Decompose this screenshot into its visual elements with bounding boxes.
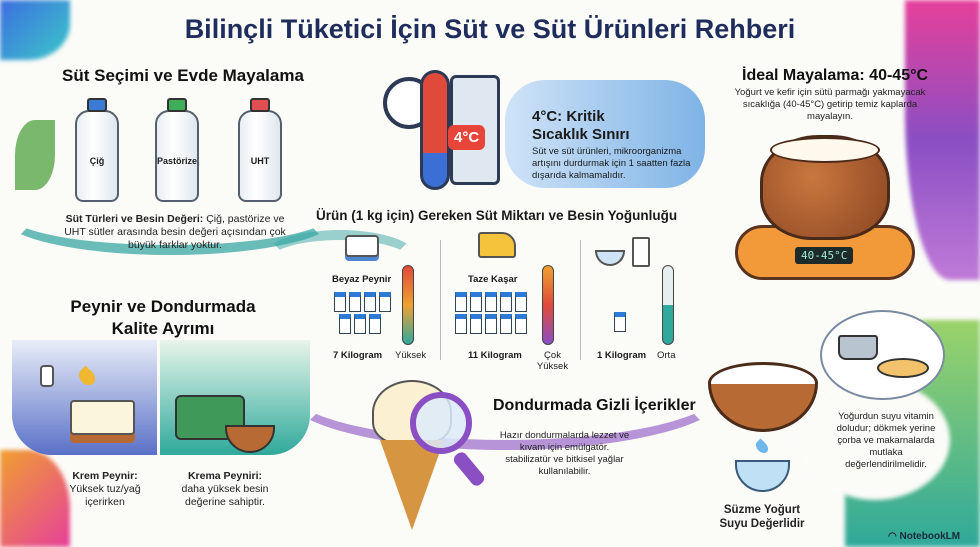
milk-carton <box>334 292 346 312</box>
milk-caption: Süt Türleri ve Besin Değeri: Çiğ, pastör… <box>60 213 290 252</box>
whey-text: Yoğurdun suyu vitamin doludur; dökmek ye… <box>836 411 936 470</box>
yield-amount: 1 Kilogram <box>597 350 647 361</box>
cold-title-line1: 4°C: Kritik <box>532 108 605 125</box>
cream-cheese-caption: Krem Peynir:Yüksek tuz/yağ içerirken <box>55 470 155 509</box>
magnifier-handle <box>451 449 487 489</box>
leaf-decor <box>15 120 55 190</box>
kashar-cheese-icon <box>478 232 516 258</box>
white-cheese-icon <box>345 235 379 257</box>
density-bar-medium <box>662 265 674 345</box>
milk-carton <box>500 292 512 312</box>
temp-badge: 4°C <box>448 125 486 150</box>
milk-carton <box>515 314 527 334</box>
milk-carton <box>485 292 497 312</box>
bottle-label: Çiğ <box>89 156 105 166</box>
milk-carton <box>485 314 497 334</box>
yield-amount: 7 Kilogram <box>333 350 383 361</box>
bottle-raw: Çiğ <box>75 98 119 202</box>
milk-carton <box>515 292 527 312</box>
curd-cheese-caption-text: daha yüksek besin değerine sahiptir. <box>181 483 269 508</box>
cold-text: Süt ve süt ürünleri, mikroorganizma artı… <box>532 146 691 181</box>
milk-carton <box>614 312 626 332</box>
ferment-text: Yoğurt ve kefir için sütü parmağı yakmay… <box>734 87 926 122</box>
curd-cheese-caption: Krema Peyniri:daha yüksek besin değerine… <box>170 470 280 509</box>
yield-density: Orta <box>657 350 676 361</box>
yogurt-bowl-icon <box>595 250 625 266</box>
whey-bowl-icon <box>735 460 790 492</box>
brand-label: ◠ NotebookLM <box>888 531 960 542</box>
yield-density: Çok Yüksek <box>536 350 569 372</box>
temperature-display: 40-45°C <box>795 247 854 264</box>
bottle-label: Pastörize <box>157 156 198 166</box>
thermometer-icon <box>420 70 450 190</box>
divider <box>580 240 581 360</box>
yield-item-name: Taze Kaşar <box>468 274 518 285</box>
salt-shaker-icon <box>40 365 54 387</box>
milk-carton <box>364 292 376 312</box>
decor-bottom-right-inner <box>800 380 950 500</box>
milk-caption-bold: Süt Türleri ve Besin Değeri: <box>65 213 204 225</box>
icecream-text: Hazır dondurmalarda lezzet ve kıvam için… <box>499 430 630 477</box>
magnifier-icon <box>410 392 472 454</box>
whey-caption: Süzme Yoğurt Suyu Değerlidir <box>719 504 805 530</box>
milk-caption-text: Çiğ, pastörize ve UHT sütler arasında be… <box>64 213 286 251</box>
purple-ribbon <box>280 330 730 450</box>
milk-carton <box>349 292 361 312</box>
yield-amount: 11 Kilogram <box>468 350 522 361</box>
notebooklm-logo-icon: ◠ <box>888 531 900 542</box>
ice-cream-cone-icon <box>380 440 444 530</box>
milk-carton <box>369 314 381 334</box>
brand-name: NotebookLM <box>899 531 961 542</box>
cream-cheese-caption-bold: Krem Peynir: <box>72 470 138 482</box>
cheese-section-title: Peynir ve Dondurmada Kalite Ayrımı <box>70 297 256 338</box>
cream-cheese-caption-text: Yüksek tuz/yağ içerirken <box>69 483 141 508</box>
curd-cheese-caption-bold: Krema Peyniri: <box>187 470 263 482</box>
cold-panel <box>505 80 705 188</box>
ferment-title: İdeal Mayalama: 40-45°C <box>742 67 929 84</box>
yield-title: Ürün (1 kg için) Gereken Süt Miktarı ve … <box>316 208 678 223</box>
divider <box>440 240 441 360</box>
milk-carton <box>455 314 467 334</box>
milk-carton <box>339 314 351 334</box>
density-bar-very-high <box>542 265 554 345</box>
cream-cheese-panel <box>12 340 157 455</box>
strainer-bowl-icon <box>708 362 818 432</box>
milk-carton <box>470 314 482 334</box>
cream-cheese-block-icon <box>70 400 135 435</box>
milk-glass-icon <box>632 237 650 267</box>
cold-title-line2: Sıcaklık Sınırı <box>532 126 630 143</box>
curd-cheese-tub-icon <box>175 395 245 440</box>
milk-cartons <box>334 292 394 337</box>
milk-carton <box>354 314 366 334</box>
milk-carton <box>500 314 512 334</box>
yield-density: Yüksek <box>395 350 427 361</box>
teal-ribbon <box>0 175 340 255</box>
bottle-pasteurized: Pastörize <box>155 98 199 202</box>
cooking-bubble <box>820 310 945 400</box>
density-bar-high <box>402 265 414 345</box>
page-title: Bilinçli Tüketici İçin Süt ve Süt Ürünle… <box>184 14 796 44</box>
pasta-plate-icon <box>877 358 929 378</box>
icecream-title: Dondurmada Gizli İçerikler <box>493 397 696 414</box>
milk-carton <box>455 292 467 312</box>
milk-carton <box>379 292 391 312</box>
teal-ribbon-2 <box>260 230 420 290</box>
bottle-uht: UHT <box>238 98 282 202</box>
milk-section-title: Süt Seçimi ve Evde Mayalama <box>62 66 304 85</box>
pot-yogurt-surface <box>770 137 880 163</box>
milk-carton <box>470 292 482 312</box>
whey-drop-icon <box>753 438 771 456</box>
yield-item-name: Beyaz Peynir <box>332 274 392 285</box>
milk-cartons <box>455 292 535 337</box>
bottle-label: UHT <box>250 156 270 166</box>
soup-pot-icon <box>838 335 878 360</box>
